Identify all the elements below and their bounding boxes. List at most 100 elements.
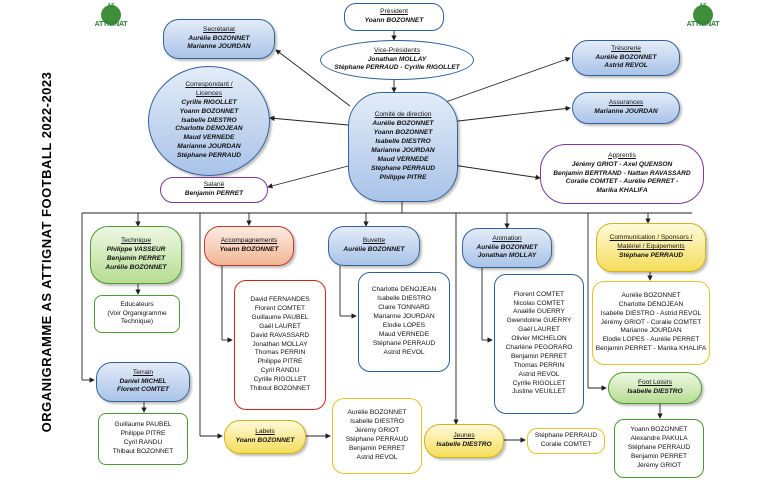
member-name: Aurélie BOZONNET — [476, 243, 538, 251]
member-name: David RAVASSARD — [250, 331, 310, 339]
member-name: Benjamin PERRET — [348, 444, 406, 452]
member-name: Benjamin PERRET — [184, 190, 244, 197]
member-name: Daniel MICHEL — [119, 377, 167, 385]
box-title: Apprentis — [608, 151, 636, 159]
member-name: Jérémy GRIOT — [636, 461, 682, 469]
correspondant-licences-box: Correspondant / Licences Cyrille RIGOLLE… — [148, 66, 270, 176]
secretariat-box: Secrétariat Aurélie BOZONNET Marianne JO… — [163, 19, 275, 59]
member-name: Maud VERNEDE — [378, 330, 430, 338]
member-name: Isabelle DIESTRO — [181, 116, 237, 124]
member-name: Yoann BOZONNET — [373, 129, 433, 137]
president-box: Président Yoann BOZONNET — [344, 3, 444, 31]
member-name: Isabelle DIESTRO - Astrid REVOL — [600, 309, 702, 317]
member-name: Philippe VASSEUR — [106, 246, 166, 254]
member-name: Yoann BOZONNET — [219, 246, 279, 253]
member-name: Yoann BOZONNET — [630, 426, 688, 434]
member-name: Stéphane PERRAUD - Cyrille RIGOLLET — [334, 64, 460, 72]
member-name: Benjamin PERRET — [106, 255, 166, 262]
member-name: Marianne JOURDAN — [177, 143, 241, 151]
box-title: Terrain — [132, 368, 154, 376]
box-title: Correspondant / — [185, 80, 233, 88]
apprentis-box: Apprentis Jérémy GRIOT - Axel QUENSON Be… — [540, 144, 704, 204]
member-name: Jonathan MOLLAY — [367, 55, 427, 63]
member-name: Benjamin PERRET - Marika KHALIFA — [595, 345, 707, 353]
member-name: Marianne JOURDAN — [620, 327, 682, 335]
member-name: Benjamin PERRET — [630, 452, 688, 460]
member-name: Alexandre PAKULA — [630, 435, 688, 443]
football-icon — [101, 5, 121, 25]
member-name: Cyril RANDU — [260, 367, 300, 375]
page-title: ORGANIGRAMME AS ATTIGNAT FOOTBALL 2022-2… — [39, 71, 54, 433]
educateurs-box: Educateurs (Voir Organigramme Technique) — [94, 295, 180, 333]
member-name: David FERNANDES — [250, 296, 310, 304]
member-name: Elodie LOPES — [382, 322, 426, 329]
technique-box: Technique Philippe VASSEUR Benjamin PERR… — [90, 226, 182, 284]
box-title: Salarié — [203, 181, 225, 189]
logo-bottom-text: ATTIGNAT — [686, 21, 720, 28]
member-name: Marianne JOURDAN — [187, 43, 251, 51]
member-name: Olivier MICHELON — [511, 335, 567, 343]
labels-members-box: Aurélie BOZONNET Isabelle DIESTRO Jérémy… — [332, 398, 422, 474]
football-icon — [693, 5, 713, 25]
box-title: Technique — [120, 237, 152, 245]
member-name: Stéphane PERRAUD — [372, 339, 436, 347]
member-name: Isabelle DIESTRO — [436, 441, 492, 448]
member-name: Cyrille RIGOLLET — [181, 98, 237, 106]
member-name: Isabelle DIESTRO — [627, 388, 683, 395]
member-name: Gaël LAURET — [259, 322, 301, 330]
member-name: Aurélie BOZONNET — [621, 291, 681, 299]
member-name: Elodie LOPES - Aurélie PERRET — [602, 336, 700, 344]
tresorerie-box: Trésorerie Aurélie BOZONNET Astrid REVOL — [572, 40, 680, 76]
member-name: Jérémy GRIOT - Coralie COMTET — [600, 318, 702, 326]
accompagnements-members-box: David FERNANDES Florent COMTET Guillaume… — [234, 280, 326, 410]
member-name: Coralie COMTET — [540, 441, 592, 448]
box-title: Buvette — [362, 237, 386, 245]
member-name: Aurélie BOZONNET — [347, 409, 407, 417]
box-title: Trésorerie — [611, 44, 641, 52]
salarie-box: Salarié Benjamin PERRET — [160, 177, 268, 203]
box-title: Labels — [255, 428, 275, 436]
member-name: Astrid REVOL — [518, 370, 560, 378]
member-name: Florent COMTET — [513, 290, 565, 298]
communication-members-box: Aurélie BOZONNET Charlotte DENOJEAN Isab… — [592, 281, 710, 365]
member-name: Isabelle DIESTRO — [375, 138, 431, 146]
member-name: Jérémy GRIOT - Axel QUENSON — [571, 160, 673, 168]
member-name: Stéphane PERRAUD — [627, 444, 691, 452]
member-name: Stéphane PERRAUD — [534, 432, 598, 440]
member-name: Yoann BOZONNET — [235, 437, 295, 444]
member-name: Astrid REVOL — [604, 62, 648, 70]
member-name: Aurélie BOZONNET — [372, 120, 434, 128]
box-title: Animation — [492, 234, 522, 242]
member-name: Anaëlle GUERRY — [513, 308, 565, 316]
box-title: Assurances — [608, 99, 644, 107]
member-name: Gaël LAURET — [518, 326, 560, 334]
foot-loisirs-members-box: Yoann BOZONNET Alexandre PAKULA Stéphane… — [614, 419, 704, 478]
member-name: Stéphane PERRAUD — [370, 164, 436, 172]
member-name: Astrid REVOL — [383, 348, 425, 356]
member-name: Yoann BOZONNET — [179, 107, 239, 115]
box-title: Communication / Sponsors / — [609, 234, 693, 242]
box-title: Vice-Présidents — [373, 46, 421, 54]
member-name: Jonathan MOLLAY — [477, 252, 537, 260]
member-name: Coralie COMTET - Aurélie PERRET - — [565, 178, 679, 186]
member-name: Maud VERNEDE — [377, 155, 429, 163]
member-name: Guillaume PAUBEL — [251, 313, 309, 321]
member-name: Jérémy GRIOT — [354, 427, 400, 435]
member-name: Florent COMTET — [254, 304, 306, 312]
member-name: Marianne JOURDAN — [594, 108, 658, 115]
vice-presidents-box: Vice-Présidents Jonathan MOLLAY Stéphane… — [320, 40, 474, 80]
educateurs-line: Educateurs — [120, 300, 154, 308]
box-title: Secrétariat — [203, 25, 235, 33]
member-name: Maud VERNEDE — [183, 134, 235, 142]
member-name: Benjamin BERTRAND - Nattan RAVASSARD — [553, 169, 691, 177]
member-name: Aurélie BOZONNET — [188, 34, 250, 42]
accompagnements-box: Accompagnements Yoann BOZONNET — [204, 226, 294, 266]
member-name: Nicolas COMTET — [513, 299, 565, 307]
buvette-members-box: Charlotte DENOJEAN Isabelle DIESTRO Clai… — [358, 272, 450, 372]
member-name: Astrid REVOL — [356, 453, 398, 461]
member-name: Isabelle DIESTRO — [350, 418, 404, 426]
animation-members-box: Florent COMTET Nicolas COMTET Anaëlle GU… — [494, 274, 584, 414]
box-title: Matériel / Equipements — [617, 243, 685, 251]
member-name: Aurélie BOZONNET — [105, 263, 167, 271]
